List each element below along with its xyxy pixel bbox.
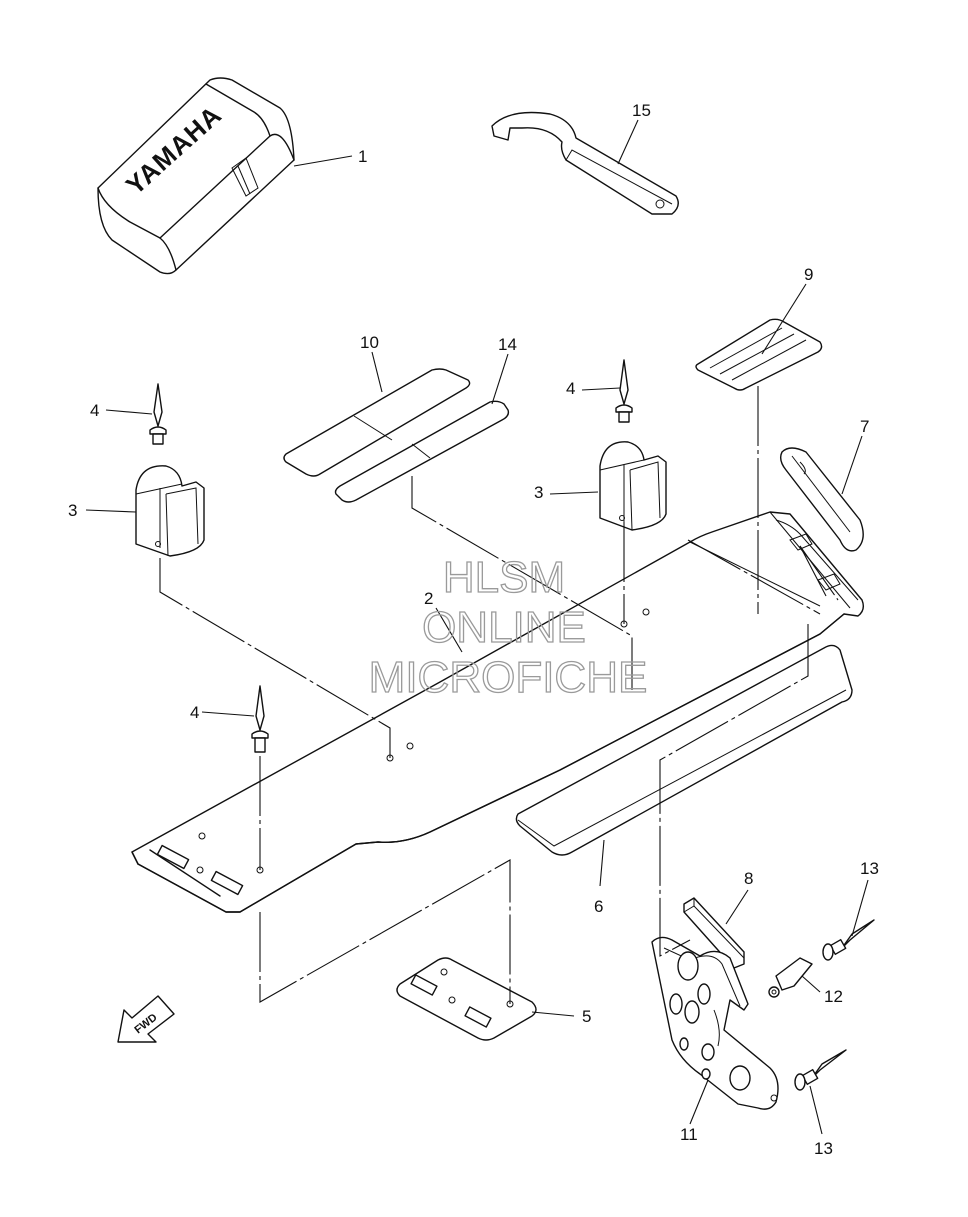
callout-3-left: 3 (68, 501, 77, 520)
callout-9: 9 (804, 265, 813, 284)
callout-5: 5 (582, 1007, 591, 1026)
callout-2: 2 (424, 589, 433, 608)
part-5-plate[interactable] (396, 957, 537, 1041)
part-13-rivet-upper[interactable] (822, 919, 875, 961)
assembly-lines (159, 386, 839, 1004)
callout-4-mid: 4 (566, 379, 575, 398)
part-10-decal[interactable] (283, 368, 471, 477)
watermark: HLSM ONLINE MICROFICHE (368, 552, 648, 702)
part-9-pad[interactable] (695, 318, 823, 391)
callout-11: 11 (680, 1125, 698, 1144)
part-1-cover[interactable]: YAMAHA (97, 77, 295, 275)
part-2-tray[interactable] (131, 511, 865, 913)
watermark-line-1: HLSM (443, 553, 565, 602)
callout-4-lower: 4 (190, 703, 199, 722)
callout-12: 12 (824, 987, 843, 1006)
callout-13-upper: 13 (860, 859, 879, 878)
part-3-bracket-right[interactable] (599, 441, 667, 531)
part-4-rivet-mid[interactable] (615, 359, 633, 423)
callout-labels: 1 2 3 3 4 4 4 5 6 7 8 9 10 11 12 13 13 1… (68, 101, 879, 1158)
part-6-pad[interactable] (515, 644, 853, 856)
watermark-line-3: MICROFICHE (369, 653, 648, 702)
callout-10: 10 (360, 333, 379, 352)
part-15-spanner[interactable] (491, 111, 679, 215)
leader-lines (85, 119, 869, 1135)
callout-4-left: 4 (90, 401, 99, 420)
part-4-rivet-lower[interactable] (251, 685, 269, 753)
callout-15: 15 (632, 101, 651, 120)
part-11-bracket[interactable] (651, 936, 779, 1110)
part-8-block[interactable] (683, 897, 745, 969)
part-14-decal[interactable] (334, 400, 510, 503)
callout-3-right: 3 (534, 483, 543, 502)
callout-6: 6 (594, 897, 603, 916)
callout-7: 7 (860, 417, 869, 436)
fwd-arrow: FWD (117, 995, 175, 1043)
callout-1: 1 (358, 147, 367, 166)
callout-13-lower: 13 (814, 1139, 833, 1158)
callout-8: 8 (744, 869, 753, 888)
part-13-rivet-lower[interactable] (794, 1049, 847, 1091)
part-3-bracket-left[interactable] (135, 465, 205, 557)
part-7-strap[interactable] (779, 447, 864, 552)
callout-14: 14 (498, 335, 517, 354)
part-4-rivet-left[interactable] (149, 383, 167, 445)
part-12-clip[interactable] (768, 957, 813, 998)
watermark-line-2: ONLINE (422, 603, 586, 652)
